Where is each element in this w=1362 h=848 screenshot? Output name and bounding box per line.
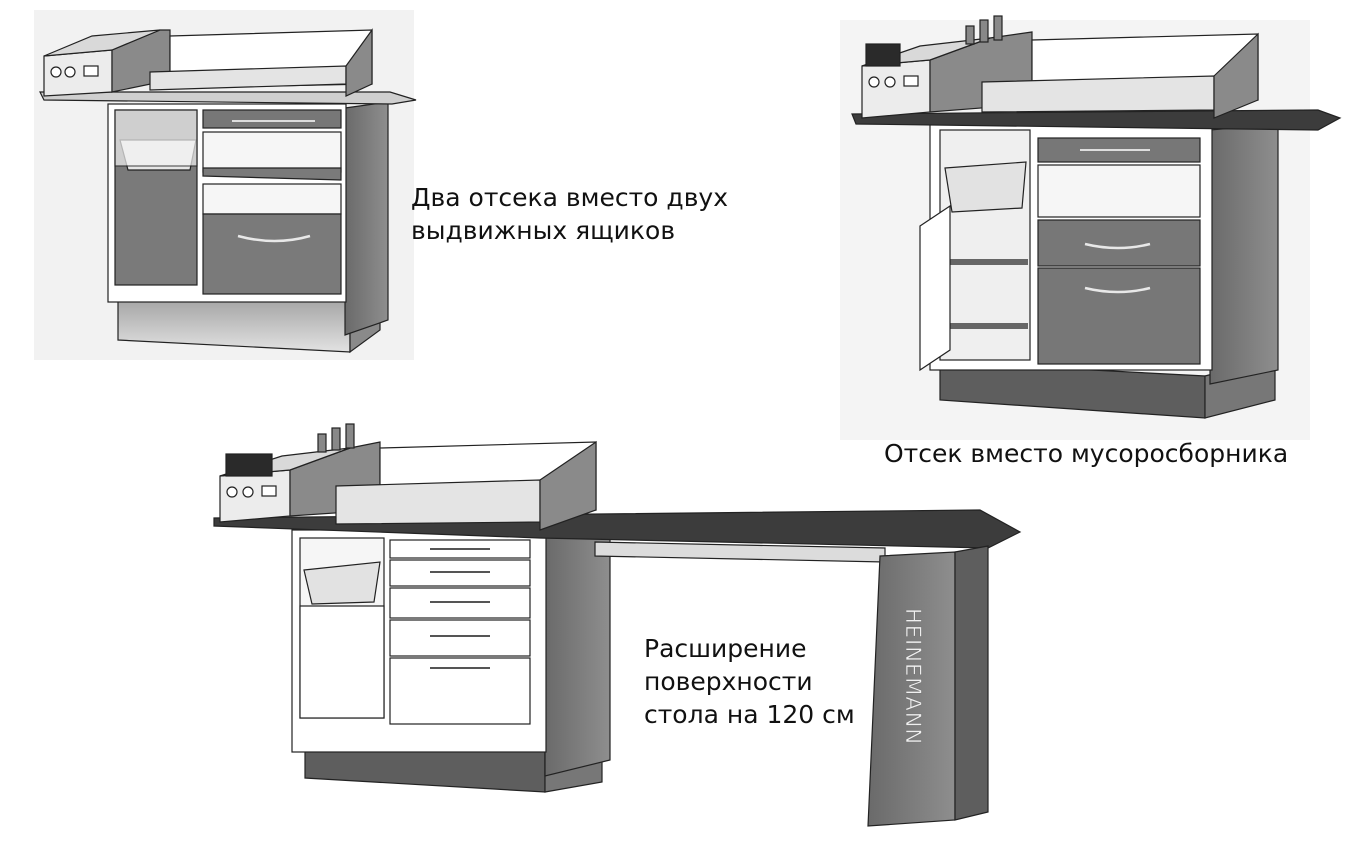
caption-line: выдвижных ящиков [411,216,676,245]
caption-line: Два отсека вместо двух [411,183,729,212]
caption-line: Отсек вместо мусоросборника [884,439,1289,468]
cabinet-two-compartments [34,10,417,360]
caption-line: стола на 120 см [644,700,855,729]
caption-surface-extension: Расширение поверхности стола на 120 см [644,632,855,731]
cabinet-open-door [840,15,1342,440]
caption-compartment-instead-of-bin: Отсек вместо мусоросборника [884,437,1288,470]
caption-line: Расширение [644,634,807,663]
cabinet-extended-surface [213,423,1022,827]
caption-two-compartments: Два отсека вместо двух выдвижных ящиков [411,181,728,247]
caption-line: поверхности [644,667,813,696]
brand-label: HEINEMANN [901,608,925,745]
